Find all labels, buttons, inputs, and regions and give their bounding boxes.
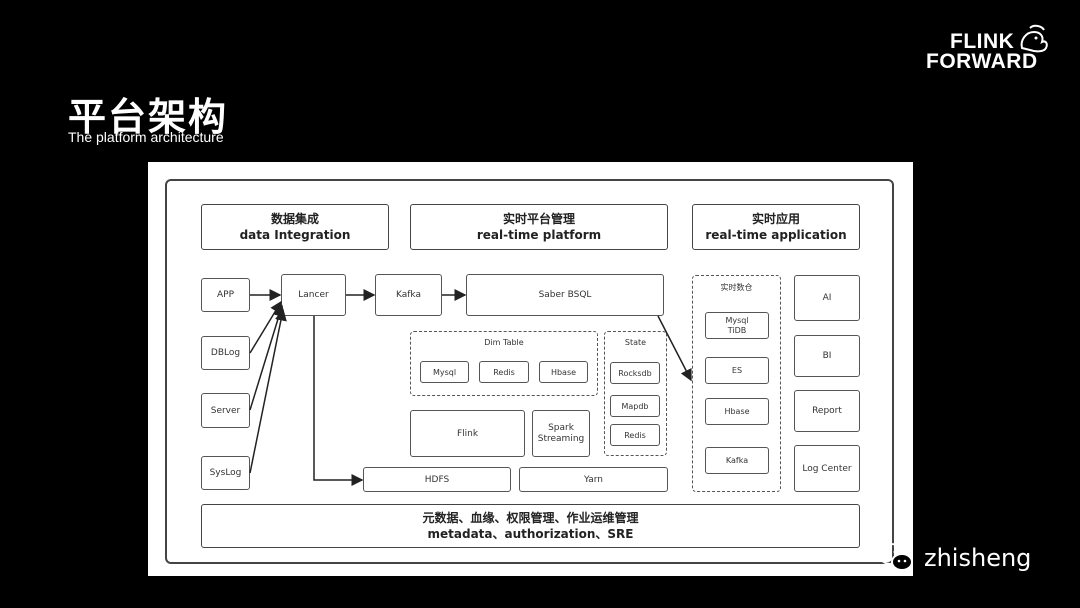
app-ai: AI — [794, 275, 860, 321]
header-application-en: real-time application — [705, 228, 847, 242]
footer-cn: 元数据、血缘、权限管理、作业运维管理 — [422, 511, 639, 525]
architecture-diagram: 数据集成 data Integration 实时平台管理 real-time p… — [148, 162, 913, 576]
watermark: zhisheng — [876, 540, 1031, 576]
state-redis: Redis — [610, 424, 660, 446]
warehouse-kafka: Kafka — [705, 447, 769, 474]
app-bi: BI — [794, 335, 860, 377]
logo-line1: FLINK — [950, 30, 1015, 53]
header-platform-en: real-time platform — [476, 228, 602, 242]
flink-forward-logo: FLINK FORWARD — [926, 24, 1056, 78]
app-log-center: Log Center — [794, 445, 860, 492]
yarn-box: Yarn — [519, 467, 668, 492]
source-app: APP — [201, 278, 250, 312]
state-group — [604, 331, 667, 456]
diagram-frame — [165, 179, 894, 564]
state-rocksdb: Rocksdb — [610, 362, 660, 384]
dim-table-group — [410, 331, 598, 396]
wechat-icon — [878, 543, 913, 571]
slide-subtitle: The platform architecture — [68, 129, 224, 145]
squirrel-icon — [1020, 24, 1048, 53]
flink-box: Flink — [410, 410, 525, 457]
header-application-cn: 实时应用 — [751, 212, 800, 226]
warehouse-mysql-tidb: Mysql TiDB — [705, 312, 769, 339]
state-label: State — [624, 338, 647, 347]
warehouse-label: 实时数仓 — [720, 283, 753, 292]
spark-line2: Streaming — [537, 433, 585, 444]
watermark-text: zhisheng — [924, 544, 1032, 572]
footer-metadata-bar: 元数据、血缘、权限管理、作业运维管理 metadata、authorizatio… — [201, 504, 860, 548]
lancer-box: Lancer — [281, 274, 346, 316]
header-realtime-platform: 实时平台管理 real-time platform — [410, 204, 668, 250]
saber-bsql-box: Saber BSQL — [466, 274, 664, 316]
dim-redis: Redis — [479, 361, 529, 383]
warehouse-mysql: Mysql — [725, 315, 749, 325]
warehouse-hbase: Hbase — [705, 398, 769, 425]
source-dblog: DBLog — [201, 336, 250, 370]
app-report: Report — [794, 390, 860, 432]
header-integration-en: data Integration — [239, 228, 351, 242]
state-mapdb: Mapdb — [610, 395, 660, 417]
dim-hbase: Hbase — [539, 361, 588, 383]
logo-line2: FORWARD — [926, 50, 1038, 73]
spark-streaming-box: Spark Streaming — [532, 410, 590, 457]
header-data-integration: 数据集成 data Integration — [201, 204, 389, 250]
hdfs-box: HDFS — [363, 467, 511, 492]
dim-mysql: Mysql — [420, 361, 469, 383]
dim-table-label: Dim Table — [484, 338, 524, 347]
source-syslog: SysLog — [201, 456, 250, 490]
warehouse-es: ES — [705, 357, 769, 384]
spark-line1: Spark — [548, 422, 574, 433]
kafka-box: Kafka — [375, 274, 442, 316]
header-integration-cn: 数据集成 — [270, 212, 319, 226]
slide-title: 平台架构 — [68, 95, 229, 139]
realtime-warehouse-group — [692, 275, 781, 492]
source-server: Server — [201, 393, 250, 428]
header-platform-cn: 实时平台管理 — [502, 212, 575, 226]
header-realtime-application: 实时应用 real-time application — [692, 204, 860, 250]
warehouse-tidb: TiDB — [727, 325, 747, 335]
footer-en: metadata、authorization、SRE — [427, 527, 634, 541]
